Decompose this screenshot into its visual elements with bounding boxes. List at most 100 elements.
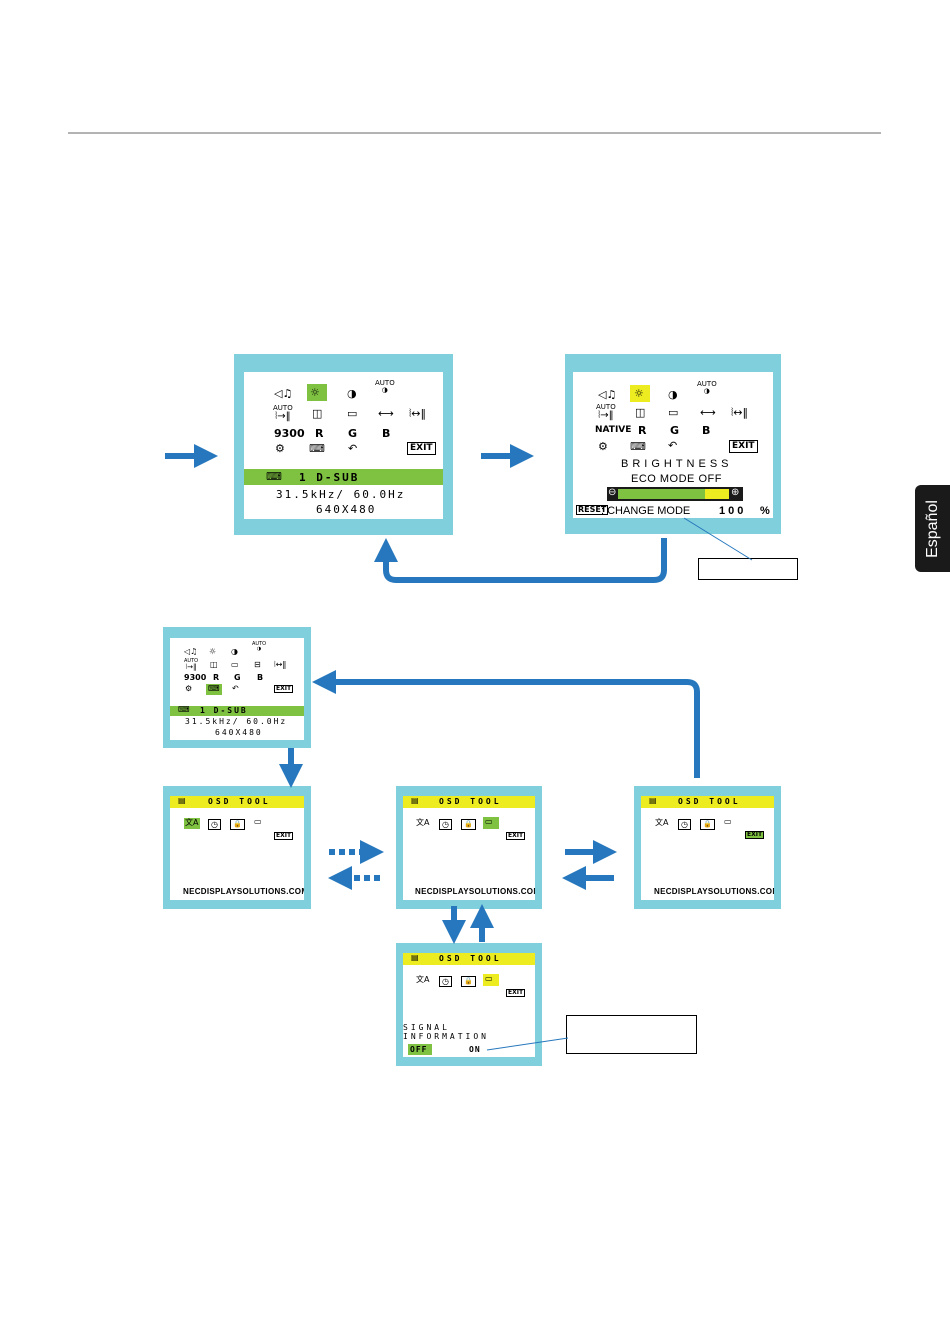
- osd-tool-screen-d: ▤ OSD TOOL 文A ◷ 🔒 ▭ EXIT SIGNAL INFORMAT…: [403, 953, 535, 1057]
- osd-tool-icon: ▤: [411, 796, 419, 805]
- exit-icon: EXIT: [506, 832, 526, 840]
- callout-line-2: [486, 1037, 569, 1051]
- osd-tool-frame-a: ▤ OSD TOOL 文A ◷ 🔒 ▭ EXIT NECDISPLAYSOLUT…: [163, 786, 311, 909]
- red-label: R: [213, 673, 220, 682]
- slider-left-icon[interactable]: ⊖: [608, 487, 617, 498]
- arrow-brightness-return: [374, 538, 667, 583]
- red-label: R: [315, 427, 324, 440]
- h-size-icon: ⟷: [378, 407, 394, 420]
- reset-icon: ↶: [668, 439, 678, 452]
- green-label: G: [670, 424, 680, 437]
- osd-tool-frame-c: ▤ OSD TOOL 文A ◷ 🔒 ▭ EXIT NECDISPLAYSOLUT…: [634, 786, 781, 909]
- down-up-icon: ▭: [231, 660, 239, 669]
- main-menu-frame: ◁♫ ☼ ◑ AUTO◑ AUTO⦚→‖ ◫ ▭ ⟷ ⦚↔‖ 9300 R G …: [234, 354, 453, 535]
- slider-fill: [618, 489, 705, 499]
- brightness-icon: ☼: [634, 387, 644, 400]
- osd-tool-screen-b: ▤ OSD TOOL 文A ◷ 🔒 ▭ EXIT NECDISPLAYSOLUT…: [403, 796, 535, 900]
- fine-icon: ⦚↔‖: [274, 660, 287, 669]
- d-sub-icon: ⌨: [178, 705, 190, 714]
- input-icon: ⌨: [208, 684, 220, 693]
- auto-label: AUTO: [697, 380, 717, 388]
- auto-adjust-icon: AUTO⦚→‖: [184, 658, 199, 671]
- h-size-icon: ⊟: [254, 660, 261, 669]
- osd-tool-screen-a: ▤ OSD TOOL 文A ◷ 🔒 ▭ EXIT NECDISPLAYSOLUT…: [170, 796, 304, 900]
- auto-contrast-icon: AUTO◑: [697, 380, 717, 395]
- green-label: G: [234, 673, 241, 682]
- auto-label: AUTO: [375, 379, 395, 387]
- slider-right-icon[interactable]: ⊕: [731, 487, 740, 498]
- reset-icon: ↶: [348, 442, 358, 455]
- small-main-menu-screen: ◁♫ ☼ ◑ AUTO◑ AUTO⦚→‖ ◫ ▭ ⊟ ⦚↔‖ 9300 R G …: [170, 638, 304, 740]
- language-tab: Español: [915, 485, 950, 572]
- resolution-label: 640X480: [215, 728, 263, 737]
- eco-mode-label: ECO MODE OFF: [631, 473, 722, 485]
- tool-icon: ⚙: [598, 440, 608, 453]
- down-up-icon: ▭: [668, 406, 679, 419]
- osd-tool-icon: ▤: [649, 796, 657, 805]
- exit-icon: EXIT: [274, 832, 294, 840]
- auto-label: AUTO: [273, 404, 293, 412]
- osd-tool-header: [170, 796, 304, 808]
- volume-icon: ◁♫: [274, 387, 293, 400]
- green-label: G: [348, 427, 358, 440]
- brightness-highlight: [307, 384, 327, 401]
- brightness-value: 100: [719, 505, 747, 517]
- osd-timeout-icon: ◷: [678, 819, 691, 830]
- osd-tool-title: OSD TOOL: [439, 954, 502, 963]
- auto-contrast-icon: AUTO◑: [252, 641, 267, 652]
- callout-line-1: [683, 517, 753, 561]
- input-label: 1 D-SUB: [200, 706, 248, 715]
- reset-icon: ↶: [232, 684, 239, 693]
- auto-label: AUTO: [252, 641, 267, 647]
- osd-tool-header: [403, 953, 535, 965]
- change-mode-label: : CHANGE MODE: [601, 505, 691, 517]
- exit-icon: EXIT: [729, 440, 758, 453]
- off-option[interactable]: OFF: [410, 1045, 428, 1054]
- osd-tool-icon: ▤: [411, 953, 419, 962]
- h-size-icon: ⟷: [700, 406, 716, 419]
- signal-info-highlight: [483, 817, 499, 829]
- osd-lock-icon: 🔒: [461, 976, 476, 987]
- down-up-icon: ▭: [347, 407, 358, 420]
- brightness-slider[interactable]: ⊖ ⊕: [607, 487, 743, 501]
- auto-adjust-icon: AUTO⦚→‖: [273, 404, 293, 422]
- fine-icon: ⦚↔‖: [409, 407, 427, 420]
- brightness-menu-screen: ◁♫ ☼ ◑ AUTO◑ AUTO⦚→‖ ◫ ▭ ⟷ ⦚↔‖ NATIVE R …: [573, 372, 773, 518]
- exit-icon: EXIT: [407, 442, 436, 455]
- slider-rest: [705, 489, 729, 499]
- language-icon: 文A: [416, 818, 430, 827]
- auto-label: AUTO: [596, 403, 616, 411]
- osd-timeout-icon: ◷: [439, 976, 452, 987]
- osd-footer: NECDISPLAYSOLUTIONS.COM: [415, 887, 535, 896]
- signal-info-icon: ▭: [485, 974, 493, 983]
- signal-info-icon: ▭: [254, 817, 262, 826]
- input-highlight: [206, 684, 222, 695]
- main-menu-screen: ◁♫ ☼ ◑ AUTO◑ AUTO⦚→‖ ◫ ▭ ⟷ ⦚↔‖ 9300 R G …: [244, 372, 443, 519]
- blue-label: B: [702, 424, 711, 437]
- osd-tool-header: [641, 796, 774, 808]
- contrast-icon: ◑: [231, 647, 238, 656]
- header-rule: [68, 132, 881, 134]
- off-highlight: [408, 1044, 432, 1055]
- blue-label: B: [257, 673, 264, 682]
- brightness-icon: ☼: [310, 386, 320, 399]
- osd-lock-icon: 🔒: [700, 819, 715, 830]
- frequency-label: 31.5kHz/ 60.0Hz: [276, 488, 406, 501]
- contrast-icon: ◑: [668, 388, 678, 401]
- signal-information-label: SIGNAL INFORMATION: [403, 1023, 489, 1041]
- osd-timeout-icon: ◷: [208, 819, 221, 830]
- input-icon: ⌨: [630, 440, 646, 453]
- language-highlight: [184, 818, 200, 829]
- auto-label: AUTO: [184, 658, 199, 664]
- signal-info-highlight: [483, 974, 499, 986]
- small-main-menu-frame: ◁♫ ☼ ◑ AUTO◑ AUTO⦚→‖ ◫ ▭ ⊟ ⦚↔‖ 9300 R G …: [163, 627, 311, 748]
- d-sub-icon: ⌨: [266, 470, 282, 483]
- frequency-label: 31.5kHz/ 60.0Hz: [185, 717, 288, 726]
- osd-tool-title: OSD TOOL: [678, 797, 741, 806]
- percent-unit: %: [760, 505, 772, 517]
- volume-icon: ◁♫: [598, 388, 617, 401]
- brightness-icon: ☼: [209, 647, 217, 656]
- language-icon: 文A: [185, 818, 199, 827]
- color-preset: 9300: [184, 673, 207, 682]
- on-option[interactable]: ON: [469, 1045, 481, 1054]
